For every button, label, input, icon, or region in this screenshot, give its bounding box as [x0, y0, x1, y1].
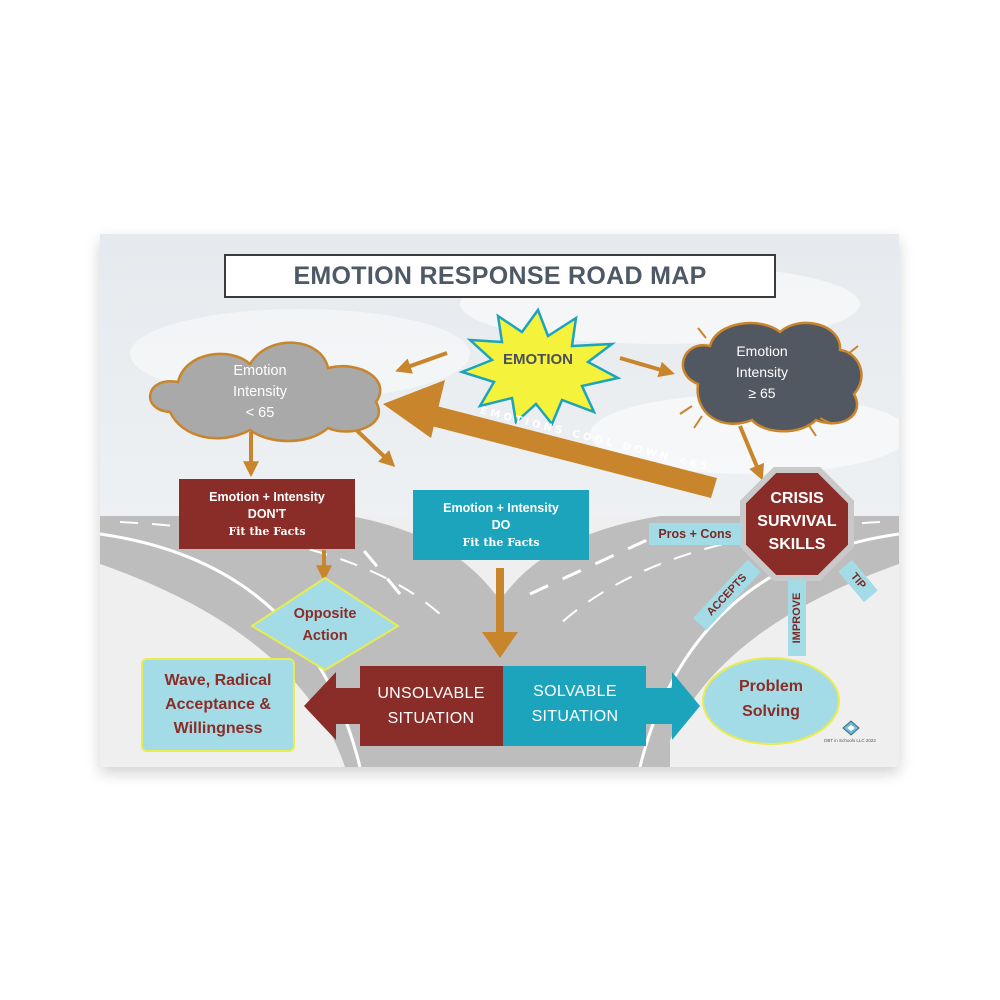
unsolvable-situation-arrow: [304, 666, 503, 746]
do-box-line1: Emotion + Intensity: [443, 500, 559, 515]
cloud-high-label: Emotion Intensity ≥ 65: [714, 341, 810, 404]
emotion-burst-label: EMOTION: [503, 351, 573, 368]
arrow-do-to-situation: [482, 568, 518, 658]
unsolvable-line1: UNSOLVABLE: [377, 685, 485, 702]
unsolvable-situation-label: UNSOLVABLE SITUATION: [360, 681, 502, 731]
emotion-burst: [458, 307, 622, 427]
unsolvable-line2: SITUATION: [387, 710, 475, 727]
cloud-high-line2: Intensity: [735, 364, 789, 380]
dont-box-line1: Emotion + Intensity: [209, 489, 325, 504]
problem-solving-label: Problem Solving: [704, 674, 838, 724]
dont-fit-facts-box: Emotion + Intensity DON'T Fit the Facts: [179, 479, 355, 549]
solvable-line2: SITUATION: [531, 708, 619, 725]
cloud-low-intensity: [149, 341, 382, 443]
cool-down-arrow: [383, 380, 717, 498]
cloud-high-intensity: [679, 321, 863, 437]
wave-line2: Acceptance &: [165, 696, 271, 713]
dont-box-line3: Fit the Facts: [228, 524, 306, 538]
poster-artwork: [100, 234, 899, 767]
crisis-line1: CRISIS: [770, 490, 824, 507]
credit-text: DBT in Schools LLC 2022: [824, 738, 876, 743]
brand-logo-icon: [842, 720, 860, 736]
cloud-low-line2: Intensity: [233, 384, 287, 400]
problem-line2: Solving: [742, 703, 800, 720]
problem-line1: Problem: [738, 678, 803, 695]
improve-label: IMPROVE: [788, 580, 806, 656]
crisis-survival-label: CRISIS SURVIVAL SKILLS: [744, 487, 850, 556]
cloud-low-label: Emotion Intensity < 65: [210, 361, 310, 424]
wave-acceptance-box: Wave, Radical Acceptance & Willingness: [141, 658, 295, 752]
solvable-situation-label: SOLVABLE SITUATION: [504, 679, 646, 729]
pros-cons-label: Pros + Cons: [649, 523, 741, 545]
crisis-line3: SKILLS: [768, 536, 826, 553]
arrow-emotion-to-low: [395, 351, 448, 374]
cloud-low-line3: < 65: [245, 405, 275, 421]
solvable-line1: SOLVABLE: [533, 683, 617, 700]
dont-box-line2: DON'T: [247, 506, 287, 521]
page-title: EMOTION RESPONSE ROAD MAP: [224, 254, 776, 298]
solvable-situation-arrow: [503, 666, 700, 746]
opposite-line2: Action: [302, 628, 348, 644]
cloud-high-line1: Emotion: [736, 343, 788, 359]
cloud-low-line1: Emotion: [233, 363, 287, 379]
arrow-high-to-crisis: [738, 425, 764, 481]
wave-line3: Willingness: [173, 720, 263, 737]
crisis-stop-sign: [740, 467, 854, 581]
problem-solving-ellipse: [702, 657, 840, 745]
wave-line1: Wave, Radical: [164, 672, 272, 689]
arrow-emotion-to-high: [619, 356, 675, 378]
crisis-line2: SURVIVAL: [757, 513, 837, 530]
do-fit-facts-box: Emotion + Intensity DO Fit the Facts: [413, 490, 589, 560]
cloud-high-line3: ≥ 65: [748, 385, 776, 401]
opposite-action-diamond: [250, 576, 400, 672]
opposite-action-label: Opposite Action: [280, 603, 370, 647]
opposite-line1: Opposite: [293, 606, 357, 622]
road-map-poster: EMOTION RESPONSE ROAD MAP EMOTION Emotio…: [100, 234, 899, 767]
do-box-line3: Fit the Facts: [462, 535, 540, 549]
do-box-line2: DO: [491, 517, 511, 532]
